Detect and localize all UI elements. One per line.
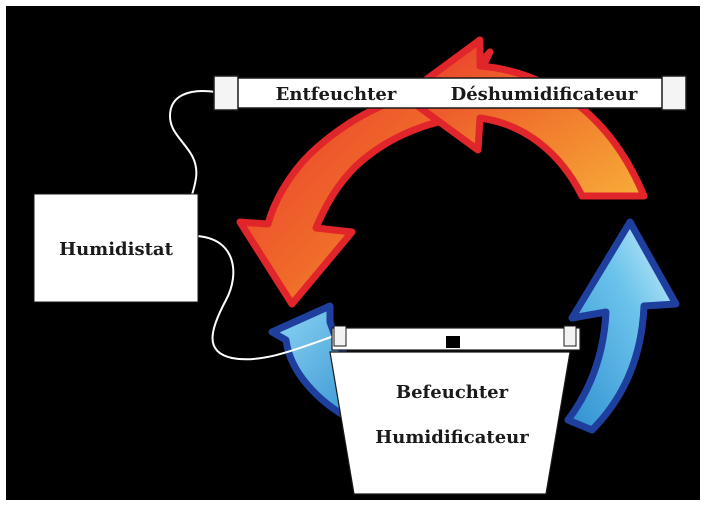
humidifier-cap-left: [333, 325, 347, 347]
dehumidifier-tube: [213, 77, 687, 109]
humidifier-unit: Befeuchter Humidificateur: [329, 325, 581, 495]
wire-humidifier: [195, 235, 335, 361]
dehumidifier-endcap-right: [661, 75, 687, 111]
humidistat-label: Humidistat: [59, 239, 174, 260]
dehumidifier-label-fr: Déshumidificateur: [451, 84, 638, 105]
dehumidifier-endcap-left: [213, 75, 239, 111]
humidistat-box: [33, 193, 199, 303]
humidifier-gap: [446, 336, 460, 348]
humidifier-label-de: Befeuchter: [396, 382, 509, 403]
humidistat-unit: Humidistat: [33, 193, 199, 303]
humidifier-cap-right: [563, 325, 577, 347]
dehumidifier-unit: Entfeuchter Déshumidificateur: [213, 75, 687, 111]
dehumidifier-label-de: Entfeuchter: [276, 84, 397, 105]
humidifier-body: [329, 351, 571, 495]
cool-arrow-right: [564, 218, 680, 434]
humidifier-label-fr: Humidificateur: [375, 427, 529, 448]
